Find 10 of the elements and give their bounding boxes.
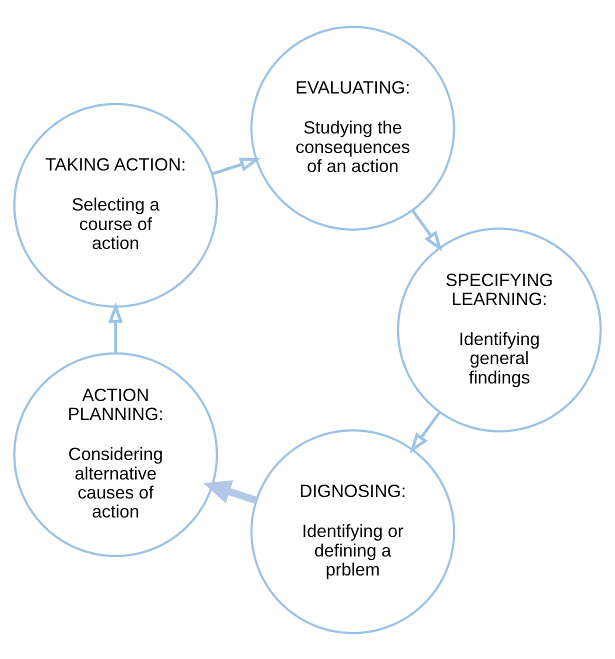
arrow (411, 208, 442, 252)
node-circle: SPECIFYING LEARNING: Identifying general findings (396, 227, 602, 432)
arrow (108, 302, 123, 353)
arrow (203, 480, 258, 504)
node-circle: ACTION PLANNING: Considering alternative causes of action (13, 352, 218, 557)
arrow (410, 410, 441, 453)
node-circle: DIGNOSING: Identifying or defining a prblem (250, 428, 456, 634)
node-circle: EVALUATING: Studying the consequences of an action (250, 25, 456, 230)
node-circle: TAKING ACTION: Selecting a course of action (13, 102, 218, 308)
arrow (212, 157, 261, 175)
